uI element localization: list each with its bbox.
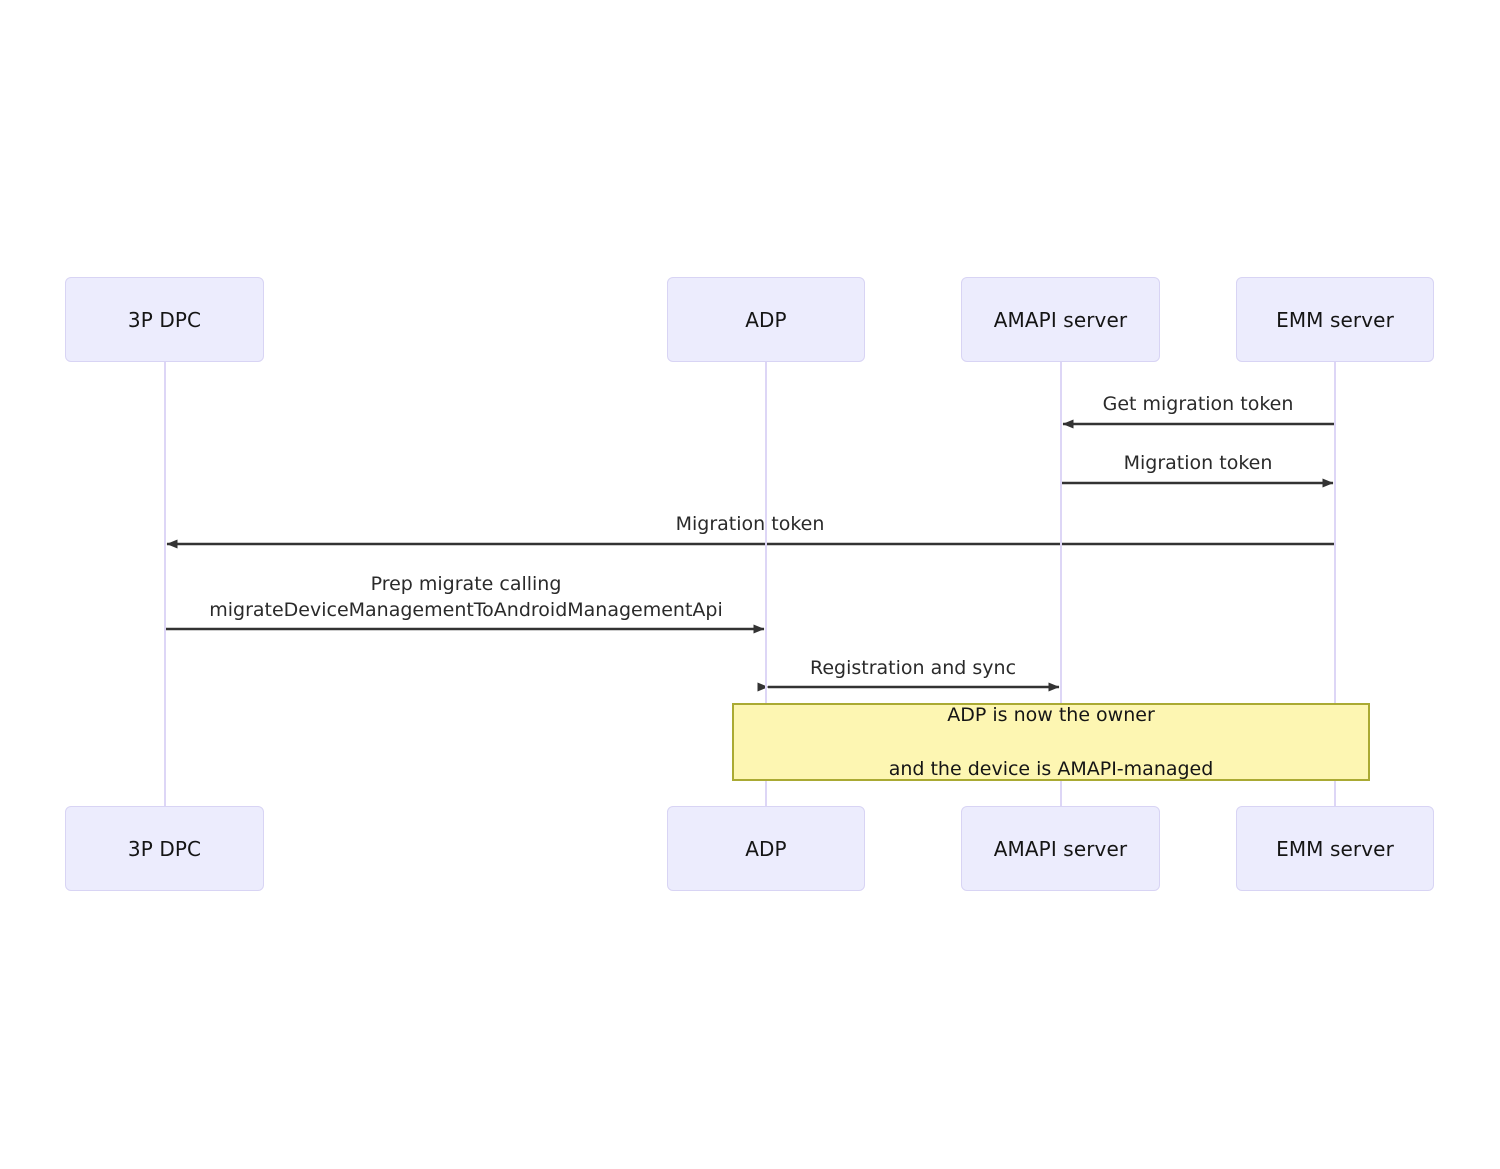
participant-box-emm-top[interactable]: EMM server — [1236, 277, 1434, 362]
lifeline-adp — [765, 362, 768, 806]
message-label-prep-migrate-line1: Prep migrate calling — [370, 573, 562, 595]
participant-box-dpc-top[interactable]: 3P DPC — [65, 277, 264, 362]
note-box-adp-owner: ADP is now the owner and the device is A… — [732, 703, 1370, 781]
participant-label-dpc-bottom: 3P DPC — [127, 836, 202, 861]
participant-label-emm-bottom: EMM server — [1276, 836, 1394, 861]
participant-box-dpc-bottom[interactable]: 3P DPC — [65, 806, 264, 891]
lifeline-dpc — [164, 362, 167, 806]
participant-box-emm-bottom[interactable]: EMM server — [1236, 806, 1434, 891]
participant-label-amapi-bottom: AMAPI server — [993, 836, 1128, 861]
participant-label-emm-top: EMM server — [1276, 307, 1394, 332]
participant-label-amapi-top: AMAPI server — [993, 307, 1128, 332]
note-text-line2: and the device is AMAPI-managed — [888, 757, 1214, 780]
participant-box-amapi-bottom[interactable]: AMAPI server — [961, 806, 1160, 891]
participant-box-adp-top[interactable]: ADP — [667, 277, 865, 362]
message-label-migration-token-to-emm: Migration token — [1123, 452, 1273, 474]
message-label-prep-migrate: Prep migrate calling migrateDeviceManage… — [209, 571, 723, 623]
participant-label-adp-bottom: ADP — [745, 836, 787, 861]
participant-box-adp-bottom[interactable]: ADP — [667, 806, 865, 891]
participant-box-amapi-top[interactable]: AMAPI server — [961, 277, 1160, 362]
message-label-get-migration-token: Get migration token — [1102, 393, 1294, 415]
lifeline-amapi — [1060, 362, 1063, 806]
note-text: ADP is now the owner and the device is A… — [889, 675, 1214, 810]
message-label-registration-and-sync: Registration and sync — [809, 657, 1017, 679]
message-label-prep-migrate-line2: migrateDeviceManagementToAndroidManageme… — [209, 599, 723, 621]
participant-label-dpc-top: 3P DPC — [127, 307, 202, 332]
lifeline-emm — [1334, 362, 1337, 806]
participant-label-adp-top: ADP — [745, 307, 787, 332]
note-text-line1: ADP is now the owner — [947, 703, 1155, 726]
message-label-migration-token-to-dpc: Migration token — [675, 513, 825, 535]
